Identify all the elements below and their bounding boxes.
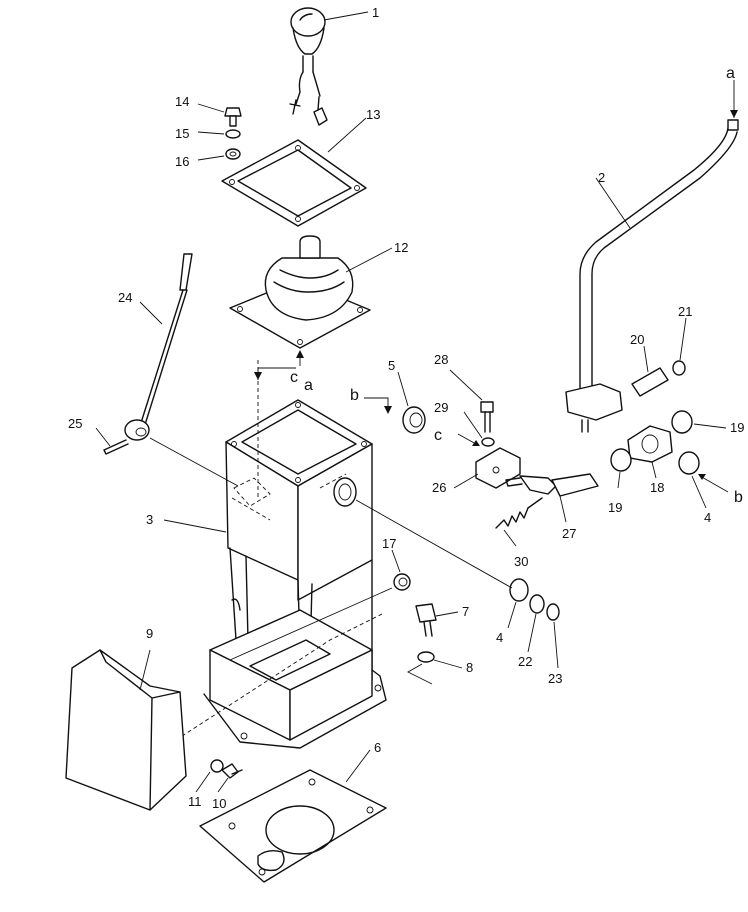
mark-c-boot: c [290, 369, 298, 386]
callout-10: 10 [212, 796, 226, 811]
part-bolt-14 [224, 107, 242, 127]
callout-26: 26 [432, 480, 446, 495]
part-bolt-7 [415, 603, 437, 637]
part-joint-18 [627, 425, 673, 463]
callout-9: 9 [146, 626, 153, 641]
callout-4-right: 4 [704, 510, 711, 525]
part-washer-29 [481, 437, 495, 447]
part-boot [229, 235, 371, 349]
callout-23: 23 [548, 671, 562, 686]
callout-17: 17 [382, 536, 396, 551]
part-clip-21 [672, 360, 686, 376]
callout-6: 6 [374, 740, 381, 755]
mark-a-boot: a [304, 377, 313, 394]
callout-5: 5 [388, 358, 395, 373]
part-lever [139, 253, 193, 429]
part-spring-30 [495, 497, 543, 529]
part-bushing-4-lower [509, 578, 529, 602]
part-bushing-17 [393, 573, 411, 591]
callout-27: 27 [562, 526, 576, 541]
callout-19-upper: 19 [730, 420, 744, 435]
mark-a-top: a [726, 65, 735, 82]
part-bolt-10 [221, 763, 243, 779]
part-bushing-19-upper [671, 410, 693, 434]
mark-c-block: c [434, 427, 442, 444]
part-washer-22 [529, 594, 545, 614]
callout-30: 30 [514, 554, 528, 569]
callout-25: 25 [68, 416, 82, 431]
part-washer-15 [225, 129, 241, 139]
part-ring-23 [546, 603, 560, 621]
part-washer-16 [225, 148, 241, 160]
part-washer-11 [210, 759, 224, 773]
part-shift-rod [565, 119, 739, 433]
part-gasket [199, 769, 387, 883]
callout-13: 13 [366, 107, 380, 122]
mark-b-boss: b [350, 387, 359, 404]
callout-11: 11 [188, 794, 202, 809]
callout-2: 2 [598, 170, 605, 185]
part-housing [175, 360, 387, 749]
callout-14: 14 [175, 94, 189, 109]
mark-b-right: b [734, 489, 743, 506]
part-washer-8 [417, 651, 435, 663]
part-cover-plate [221, 139, 367, 227]
part-pin-25 [103, 439, 129, 455]
part-bolt-28 [480, 401, 494, 433]
callout-22: 22 [518, 654, 532, 669]
part-knob [289, 7, 328, 126]
callout-20: 20 [630, 332, 644, 347]
part-link-27 [505, 473, 599, 497]
callout-1: 1 [372, 5, 379, 20]
callout-8: 8 [466, 660, 473, 675]
callout-3: 3 [146, 512, 153, 527]
callout-15: 15 [175, 126, 189, 141]
callout-16: 16 [175, 154, 189, 169]
callout-18: 18 [650, 480, 664, 495]
part-block-26 [475, 447, 521, 489]
callout-7: 7 [462, 604, 469, 619]
part-lever-boss [124, 419, 150, 441]
callout-4-lower: 4 [496, 630, 503, 645]
part-pin-20 [631, 367, 669, 397]
callout-24: 24 [118, 290, 132, 305]
callout-12: 12 [394, 240, 408, 255]
callout-21: 21 [678, 304, 692, 319]
callout-28: 28 [434, 352, 448, 367]
part-bushing-19-lower [610, 448, 632, 472]
part-cover [65, 649, 187, 811]
callout-19-lower: 19 [608, 500, 622, 515]
part-bushing-4-right [678, 451, 700, 475]
callout-29: 29 [434, 400, 448, 415]
part-bushing-5 [402, 406, 426, 434]
